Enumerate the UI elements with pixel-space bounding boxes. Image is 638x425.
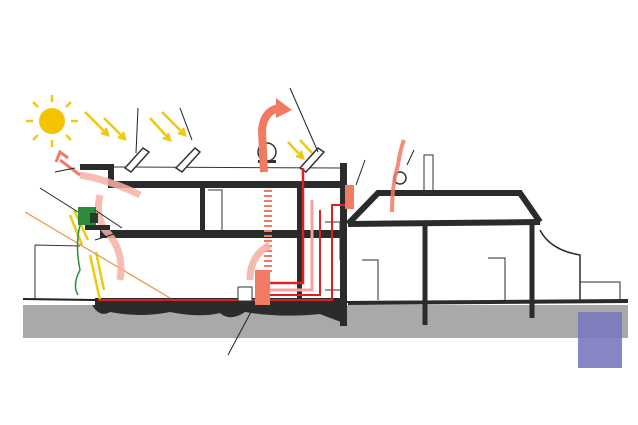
- sun-icon: [26, 95, 78, 147]
- heat-store-icon: [255, 270, 270, 305]
- winter-sun-path: [24, 211, 171, 299]
- garden-wall: [34, 244, 81, 300]
- warm-air-neighbour-arrow: [390, 139, 406, 213]
- plant-icon: [74, 207, 110, 296]
- annotation-leader-lines: [39, 87, 415, 356]
- chimney: [423, 154, 434, 194]
- sink: [237, 286, 253, 302]
- heating-pipes: [98, 168, 345, 301]
- neighbour-house: [345, 190, 629, 325]
- warm-air-exhaust-left: [54, 149, 81, 177]
- heat-exchanger: [345, 185, 354, 209]
- solar-panel-icon: [123, 146, 326, 173]
- main-building: [80, 163, 347, 326]
- cool-air-flow: [246, 241, 272, 281]
- warm-air-arrow-head: [276, 98, 292, 118]
- sunlight-arrows: [68, 111, 313, 301]
- water-tank: [578, 312, 622, 368]
